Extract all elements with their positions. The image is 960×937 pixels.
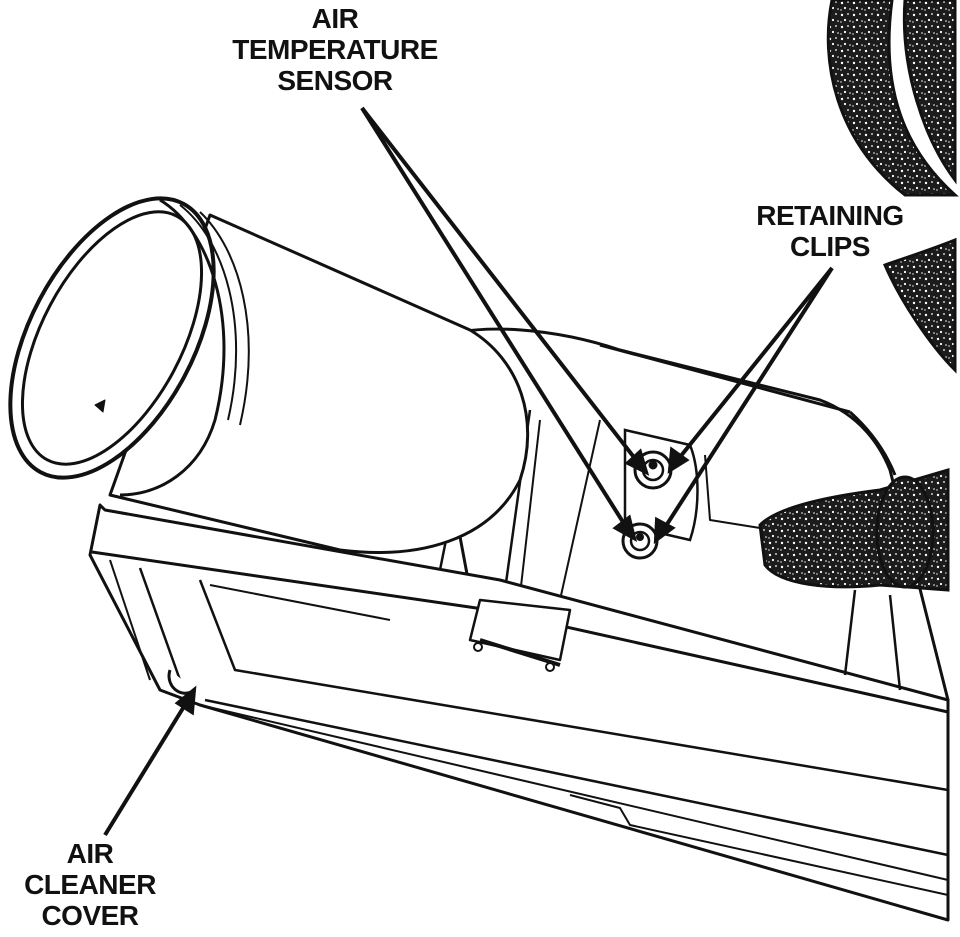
label-line: CLEANER	[24, 869, 156, 900]
label-air-temperature-sensor: AIR TEMPERATURE SENSOR	[215, 3, 455, 96]
clip-arrow-lower-head	[653, 516, 676, 545]
inlet-duct	[8, 196, 530, 554]
label-line: SENSOR	[277, 65, 393, 96]
label-line: AIR	[66, 838, 114, 869]
clip-arrow-upper-head	[667, 446, 690, 474]
air-cleaner-cover-body	[88, 503, 950, 922]
sensor-arrow-lower-head	[612, 514, 638, 542]
label-line: TEMPERATURE	[232, 34, 438, 65]
sensor-arrow-upper	[360, 106, 642, 467]
upper-hose	[826, 0, 959, 374]
cover-arrow-head	[174, 685, 197, 716]
label-line: AIR	[311, 3, 359, 34]
leader-arrows	[103, 106, 834, 837]
label-line: RETAINING	[756, 200, 904, 231]
clip-arrow-upper	[674, 266, 834, 464]
sensor-arrow-upper-head	[624, 448, 650, 476]
sensor-arrow-lower	[360, 106, 630, 532]
cover-arrow	[103, 698, 190, 837]
label-line: COVER	[41, 900, 139, 931]
clip-arrow-lower	[660, 266, 834, 534]
label-retaining-clips: RETAINING CLIPS	[730, 200, 930, 262]
side-hose	[758, 467, 950, 691]
label-line: CLIPS	[790, 231, 870, 262]
label-air-cleaner-cover: AIR CLEANER COVER	[0, 838, 180, 931]
